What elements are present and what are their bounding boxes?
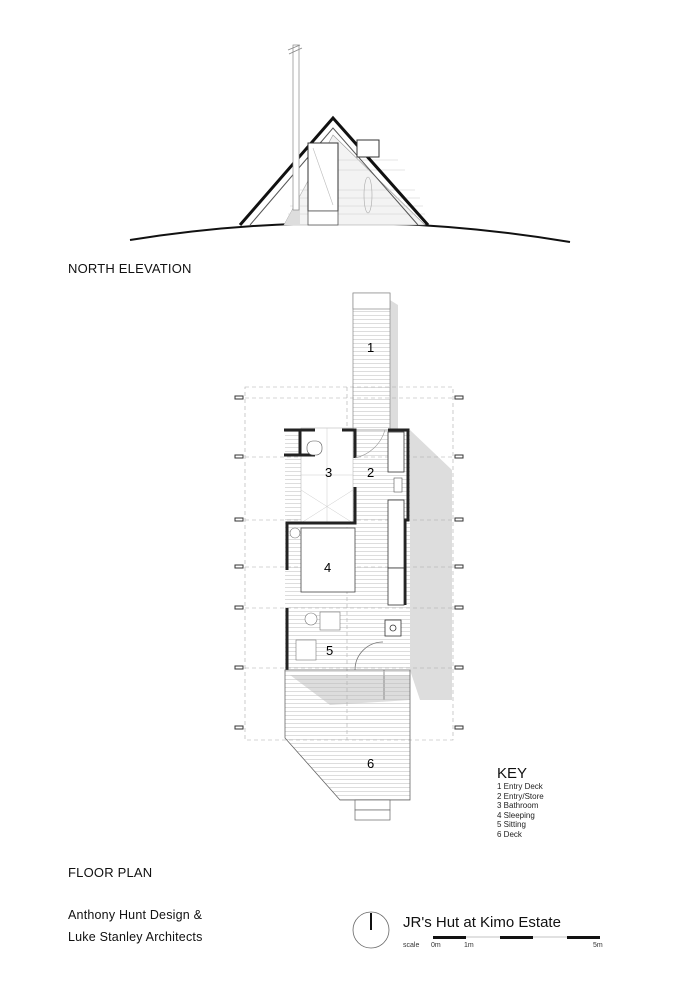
floor-plan-drawing: 1 2 3 4 5 6: [234, 292, 464, 821]
room-number-2: 2: [367, 465, 374, 480]
bed: [300, 527, 356, 593]
credits-line-2: Luke Stanley Architects: [68, 930, 203, 944]
stove: [384, 619, 402, 637]
a-frame-roof: [238, 115, 430, 226]
project-title: JR's Hut at Kimo Estate: [403, 914, 561, 931]
key-legend: KEY 1 Entry Deck 2 Entry/Store 3 Bathroo…: [497, 766, 544, 839]
walls: [284, 428, 410, 670]
room-number-4: 4: [324, 560, 331, 575]
scale-label: scale: [403, 942, 420, 949]
credits-line-1: Anthony Hunt Design &: [68, 908, 203, 922]
scale-tick-1m: 1m: [464, 942, 474, 949]
key-item: 2 Entry/Store: [497, 791, 544, 801]
toilet: [306, 440, 323, 456]
room-number-3: 3: [325, 465, 332, 480]
window: [356, 139, 380, 158]
scale-bar: [433, 936, 600, 939]
north-elevation-label: NORTH ELEVATION: [68, 261, 192, 276]
north-elevation-drawing: [129, 44, 571, 243]
scale-tick-0m: 0m: [431, 942, 441, 949]
steps: [307, 210, 339, 226]
key-item: 1 Entry Deck: [497, 782, 543, 791]
post-markers: [234, 395, 464, 730]
room-number-1: 1: [367, 340, 374, 355]
north-arrow-icon: [352, 911, 390, 949]
key-item: 4 Sleeping: [497, 810, 535, 820]
entry-deck: [352, 292, 391, 431]
key-item: 5 Sitting: [497, 820, 526, 829]
room-number-5: 5: [326, 643, 333, 658]
ground-line: [129, 222, 571, 243]
key-item: 3 Bathroom: [497, 801, 539, 810]
floor-plan-label: FLOOR PLAN: [68, 865, 153, 880]
human-figure: [363, 176, 373, 214]
key-title: KEY: [497, 765, 528, 782]
deck: [284, 669, 411, 801]
cupboard: [387, 431, 405, 473]
chimney: [292, 44, 300, 211]
key-item: 6 Deck: [497, 829, 522, 839]
room-number-6: 6: [367, 756, 374, 771]
scale-tick-5m: 5m: [593, 942, 603, 949]
